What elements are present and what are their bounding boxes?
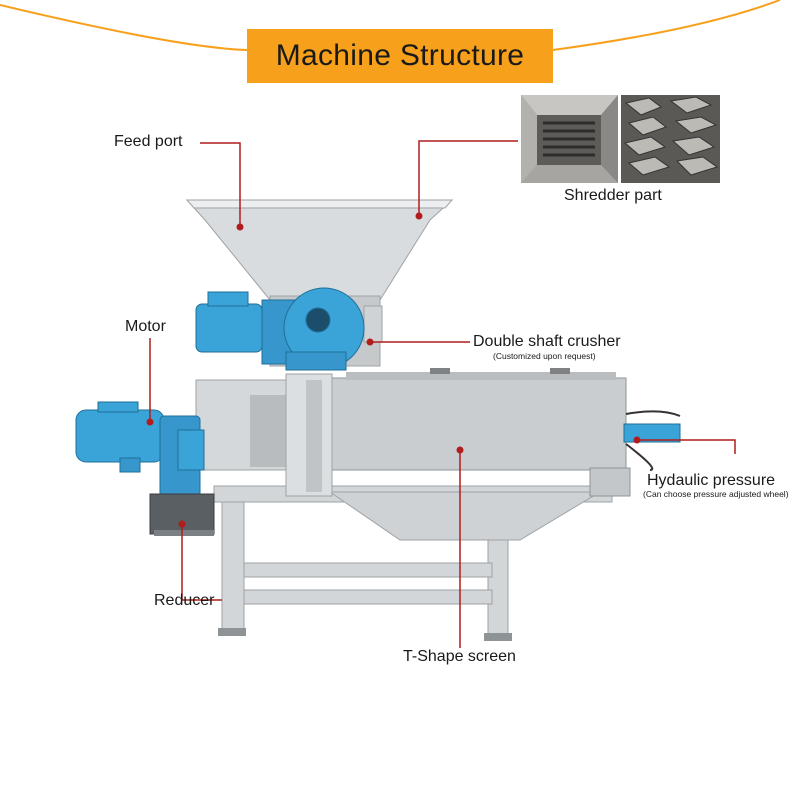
reducer [159, 415, 205, 509]
drive-motor [75, 401, 165, 473]
label-shredder-part: Shredder part [564, 187, 662, 204]
label-hydraulic-pressure: Hydaulic pressure [647, 472, 776, 489]
feed-port-hopper [185, 199, 454, 301]
label-feed-port: Feed port [114, 133, 183, 150]
label-reducer: Reducer [154, 592, 215, 609]
leader-dots [146, 212, 641, 528]
t-shape-screen-hopper [328, 491, 602, 541]
label-t-shape-screen: T-Shape screen [403, 648, 516, 665]
screw-press-body [329, 377, 627, 471]
page-title: Machine Structure [275, 39, 525, 72]
shredder-photo-right [621, 95, 720, 183]
crusher-motor [195, 287, 365, 371]
label-hydraulic-pressure-note: (Can choose pressure adjusted wheel) [643, 489, 789, 499]
label-double-shaft-crusher-note: (Customized upon request) [493, 351, 596, 361]
title-banner: Machine Structure [247, 29, 553, 83]
shredder-photo-left [521, 95, 618, 183]
leader-lines [149, 140, 736, 648]
label-double-shaft-crusher: Double shaft crusher [473, 333, 621, 350]
label-motor: Motor [125, 318, 166, 335]
